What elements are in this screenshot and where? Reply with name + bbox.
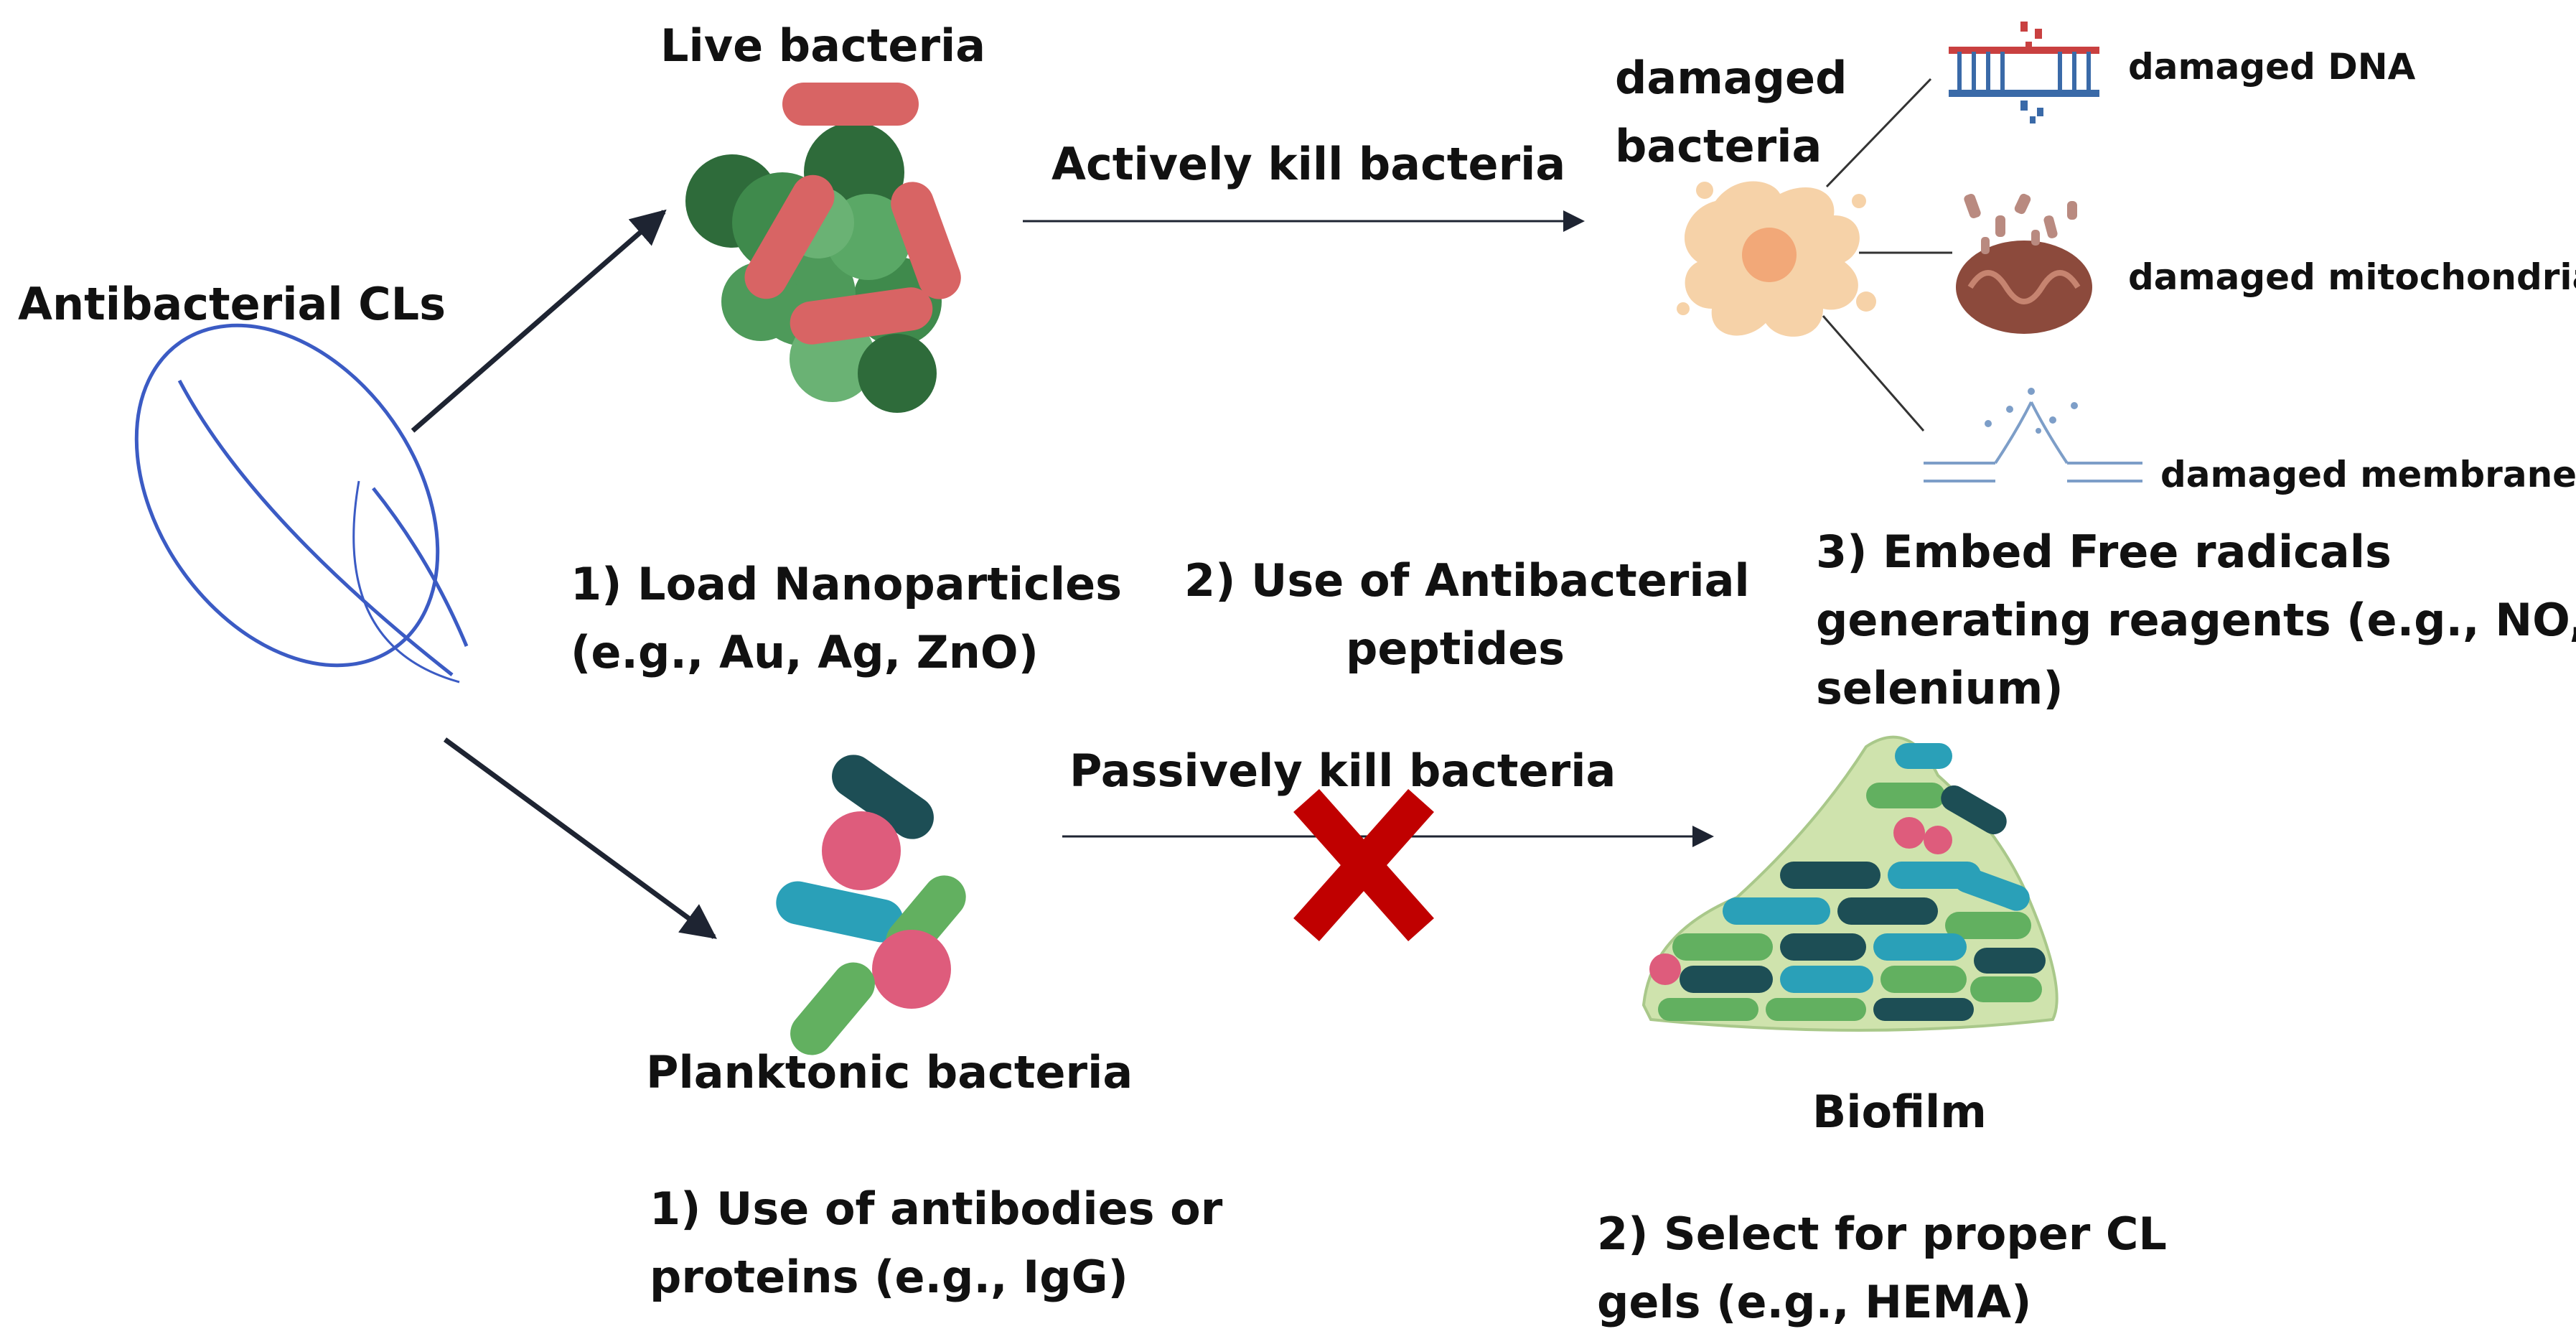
- live-bacteria-label: Live bacteria: [660, 19, 986, 72]
- damaged-mitochondria-icon: [1956, 193, 2092, 334]
- active-strategy-2-line2: peptides: [1346, 622, 1565, 675]
- passive-strategy-1-line1: 1) Use of antibodies or: [650, 1182, 1223, 1235]
- active-strategy-1-line1: 1) Load Nanoparticles: [571, 558, 1123, 610]
- active-arrow-label: Actively kill bacteria: [1052, 138, 1566, 190]
- lens-label: Antibacterial CLs: [18, 278, 446, 330]
- contact-lens-icon: [134, 323, 469, 684]
- biofilm-icon: [1641, 735, 2059, 1032]
- active-strategy-2-line1: 2) Use of Antibacterial: [1184, 554, 1750, 607]
- planktonic-bacteria-icon: [776, 755, 966, 1055]
- damaged-bacteria-icon: [1677, 181, 1876, 337]
- biofilm-label: Biofilm: [1812, 1086, 1987, 1138]
- active-strategy-3-line3: selenium): [1816, 662, 2064, 714]
- damaged-bacteria-label-line1: damaged: [1615, 52, 1847, 104]
- passive-strategy-2-line1: 2) Select for proper CL: [1597, 1208, 2167, 1260]
- active-strategy-3-line1: 3) Embed Free radicals: [1816, 526, 2392, 578]
- damaged-bacteria-label-line2: bacteria: [1615, 120, 1822, 172]
- blocked-cross-icon: [1293, 789, 1434, 941]
- live-bacteria-icon: [685, 83, 961, 413]
- arrow-lens-to-planktonic: [443, 737, 717, 939]
- damage-item-mitochondria: damaged mitochondria: [2128, 256, 2576, 298]
- active-strategy-1-line2: (e.g., Au, Ag, ZnO): [571, 626, 1039, 678]
- passive-arrow-label: Passively kill bacteria: [1069, 745, 1616, 797]
- damaged-dna-icon: [1949, 22, 2099, 123]
- damage-connectors: [1822, 78, 1952, 431]
- passive-strategy-1-line2: proteins (e.g., IgG): [650, 1251, 1128, 1303]
- planktonic-label: Planktonic bacteria: [646, 1046, 1133, 1098]
- passive-strategy-2-line2: gels (e.g., HEMA): [1597, 1276, 2032, 1328]
- damage-item-dna: damaged DNA: [2128, 46, 2416, 88]
- damage-item-membrane: damaged membrane: [2160, 454, 2576, 495]
- active-strategy-3-line2: generating reagents (e.g., NO,: [1816, 594, 2576, 646]
- damaged-membrane-icon: [1924, 388, 2142, 482]
- arrow-lens-to-live: [411, 209, 667, 433]
